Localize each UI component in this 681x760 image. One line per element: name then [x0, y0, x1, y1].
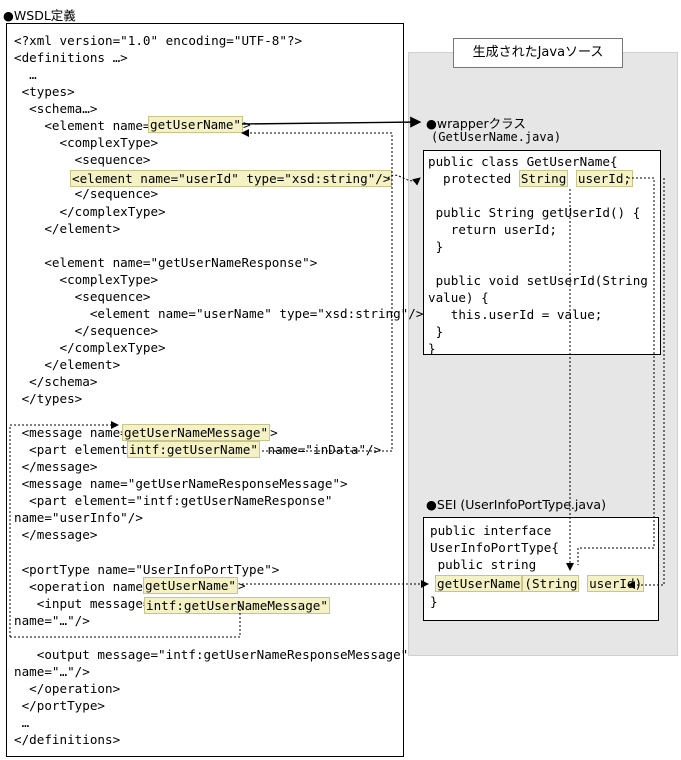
wsdl-line: <operation name=": [14, 578, 159, 594]
sei-line2: UserInfoPortType{: [430, 540, 559, 555]
wrapper-title: ●wrapperクラス: [426, 116, 526, 131]
wrapper-code-line: this.userId = value;: [428, 307, 603, 322]
wsdl-line: <part element="intf:getUserNameResponse": [14, 493, 333, 509]
wsdl-line: <?xml version="1.0" encoding="UTF-8"?>: [14, 33, 303, 48]
wrapper-code-line: }: [428, 239, 444, 254]
wrapper-code-line: public void setUserId(String: [428, 273, 648, 288]
wsdl-title: ●WSDL定義: [3, 8, 76, 23]
wrapper-code-line: }: [428, 341, 436, 356]
sei-line3: public string: [430, 557, 537, 572]
wrapper-line1: public class GetUserName{: [428, 154, 618, 169]
wsdl-line: <element name=": [14, 118, 159, 134]
wsdl-line: <part element=": [14, 442, 143, 458]
el-name-hl: getUserName">: [148, 116, 251, 133]
wsdl-line: </sequence>: [14, 186, 159, 202]
wsdl-line: name="…"/>: [14, 612, 90, 628]
wsdl-line: …: [14, 67, 37, 83]
wsdl-line: <types>: [14, 84, 75, 100]
input-msg-hl: intf:getUserNameMessage": [144, 597, 330, 614]
generated-source-label: 生成されたJavaソース: [453, 38, 623, 68]
wsdl-line: </element>: [14, 356, 121, 372]
wrapper-code-line: return userId;: [428, 222, 557, 237]
msg-name-hl: getUserNameMessage">: [122, 424, 278, 441]
wsdl-line: </definitions>: [14, 732, 121, 748]
wrapper-code-line: }: [428, 324, 444, 339]
wsdl-line: </message>: [14, 459, 98, 475]
userid-element-hl: <element name="userId" type="xsd:string"…: [70, 170, 393, 187]
sei-end: }: [430, 594, 438, 609]
wsdl-line: </sequence>: [14, 322, 159, 338]
wsdl-line: <output message="intf:getUserNameRespons…: [14, 646, 409, 662]
wsdl-line: <message name=": [14, 425, 136, 441]
wsdl-line: …: [14, 715, 30, 730]
wsdl-line: </schema>: [14, 374, 98, 389]
sei-title: ●SEI (UserInfoPortType.java): [426, 497, 606, 512]
wsdl-line: </element>: [14, 220, 121, 236]
wsdl-line: </message>: [14, 527, 98, 543]
wsdl-line: </portType>: [14, 697, 105, 713]
wrapper-code-line: value) {: [428, 290, 489, 305]
wsdl-line: <schema…>: [14, 101, 98, 117]
wrapper-file: (GetUserName.java): [431, 130, 562, 144]
wsdl-line: <sequence>: [14, 288, 151, 304]
wsdl-line: </complexType>: [14, 339, 166, 355]
wrapper-protected: protected String userId;: [443, 170, 633, 187]
generated-label-text: 生成されたJavaソース: [472, 45, 604, 60]
wsdl-line: <complexType>: [14, 135, 159, 151]
wsdl-line: name="userInfo"/>: [14, 510, 143, 526]
sei-method-line: getUserName(String userId): [435, 575, 645, 592]
wsdl-line: <portType name="UserInfoPortType">: [14, 561, 280, 577]
wsdl-line: <input message=": [14, 595, 159, 611]
wrapper-code-line: public String getUserId() {: [428, 205, 641, 220]
wsdl-line: <complexType>: [14, 271, 159, 287]
wsdl-line: </complexType>: [14, 203, 166, 219]
wsdl-line: <element name="userName" type="xsd:strin…: [14, 305, 424, 321]
op-name-hl: getUserName">: [143, 577, 246, 594]
sei-line1: public interface: [430, 523, 552, 538]
wsdl-line: <definitions …>: [14, 50, 128, 66]
wsdl-line: <element name="getUserNameResponse">: [14, 254, 318, 270]
part-element-hl: intf:getUserName" name="inData"/>: [127, 441, 382, 458]
wsdl-line: name="…"/>: [14, 663, 90, 679]
wsdl-line: </operation>: [14, 680, 121, 696]
wsdl-line: <sequence>: [14, 152, 151, 168]
wsdl-line: </types>: [14, 391, 83, 407]
wsdl-line: <message name="getUserNameResponseMessag…: [14, 476, 348, 492]
